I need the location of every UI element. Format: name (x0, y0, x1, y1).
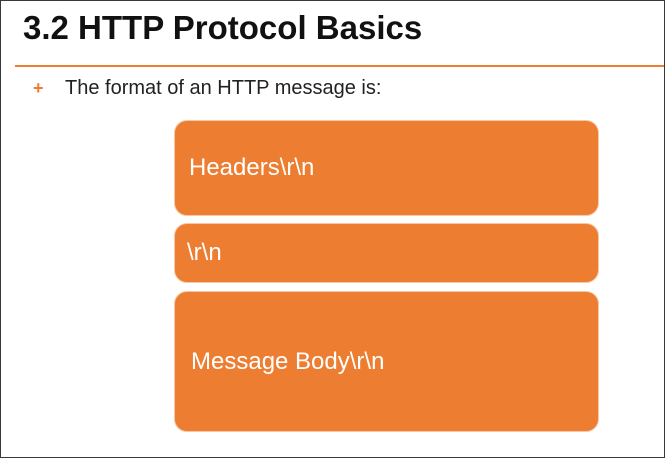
slide-title: 3.2 HTTP Protocol Basics (23, 9, 423, 46)
bullet-text: The format of an HTTP message is: (65, 77, 382, 99)
bullet-item: + The format of an HTTP message is: (33, 77, 381, 100)
plus-bullet-icon: + (33, 78, 44, 98)
message-body-block: Message Body\r\n (174, 291, 599, 432)
crlf-block: \r\n (174, 223, 599, 283)
headers-label: Headers\r\n (189, 154, 315, 181)
title-divider (15, 65, 664, 67)
headers-block: Headers\r\n (174, 120, 599, 216)
message-body-label: Message Body\r\n (191, 347, 385, 375)
crlf-label: \r\n (187, 239, 222, 266)
